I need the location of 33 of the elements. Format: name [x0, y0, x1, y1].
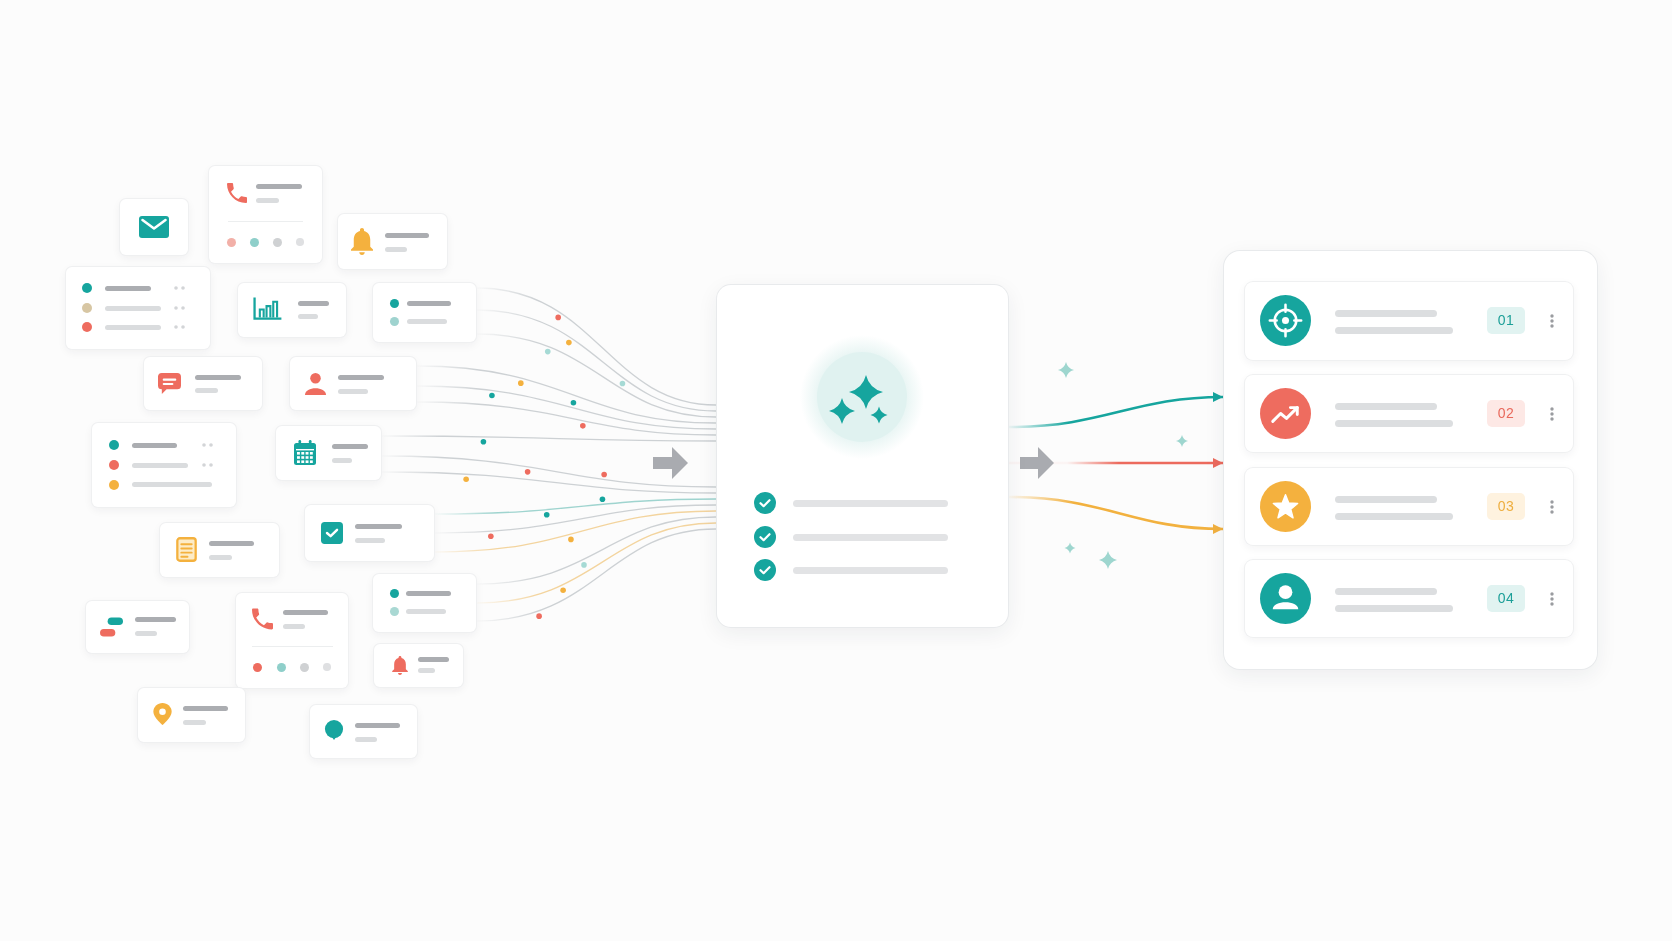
info-card [92, 423, 236, 507]
ranked-item-card [1245, 375, 1573, 452]
info-card [310, 705, 417, 758]
info-card [209, 166, 322, 263]
ranked-item-card [1245, 468, 1573, 545]
flow-line [434, 498, 717, 515]
info-card [338, 214, 447, 269]
info-card [290, 357, 416, 410]
results-panel [1224, 251, 1597, 669]
ranked-item-card [1245, 560, 1573, 637]
info-card [373, 283, 476, 342]
info-card [144, 357, 262, 410]
flow-line [476, 522, 717, 604]
info-card [373, 574, 476, 632]
info-card [305, 505, 434, 561]
info-card [238, 283, 346, 337]
info-card [160, 523, 279, 577]
ranked-item-card [1245, 282, 1573, 360]
flow-line [434, 510, 717, 553]
rank-badge: 03 [1487, 493, 1525, 520]
info-card [138, 688, 245, 742]
info-card [374, 644, 463, 687]
info-card [66, 267, 210, 349]
rank-badge: 04 [1487, 585, 1525, 612]
info-card [120, 199, 188, 255]
arrow [1008, 495, 1224, 534]
info-card [276, 426, 381, 480]
rank-badge: 01 [1487, 307, 1525, 334]
info-card [86, 601, 189, 653]
info-card [236, 593, 348, 688]
arrow [1008, 392, 1224, 429]
summary-card [717, 285, 1008, 627]
rank-badge: 02 [1487, 400, 1525, 427]
